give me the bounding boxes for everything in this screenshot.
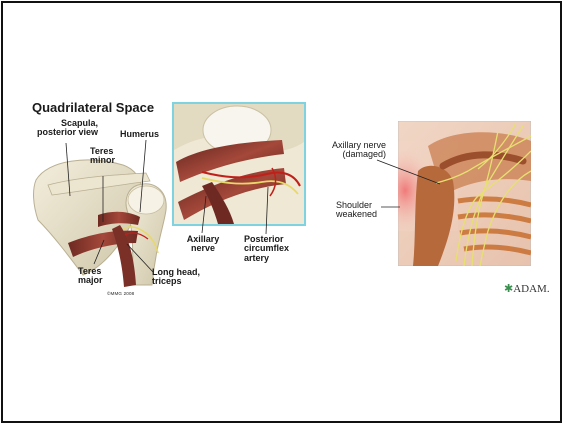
axillary-nerve-damaged-label: Axillary nerve (damaged) [318, 141, 386, 160]
figure-title: Quadrilateral Space [32, 101, 154, 115]
humerus-label: Humerus [120, 130, 159, 139]
posterior-circumflex-artery-label: Posterior circumflex artery [244, 235, 289, 263]
adam-logo: ✱ADAM. [504, 284, 550, 296]
teres-major-label: Teres major [78, 267, 103, 286]
axillary-nerve-label: Axillary nerve [176, 235, 230, 254]
teres-minor-label: Teres minor [90, 147, 115, 166]
scapula-label: Scapula, posterior view [32, 119, 98, 138]
shoulder-weakened-label: Shoulder weakened [336, 201, 377, 220]
copyright-label: ©MMG 2008 [107, 292, 134, 297]
adam-logo-text: ADAM. [513, 283, 549, 295]
long-head-triceps-label: Long head, triceps [152, 268, 200, 287]
adam-star-icon: ✱ [504, 283, 513, 295]
